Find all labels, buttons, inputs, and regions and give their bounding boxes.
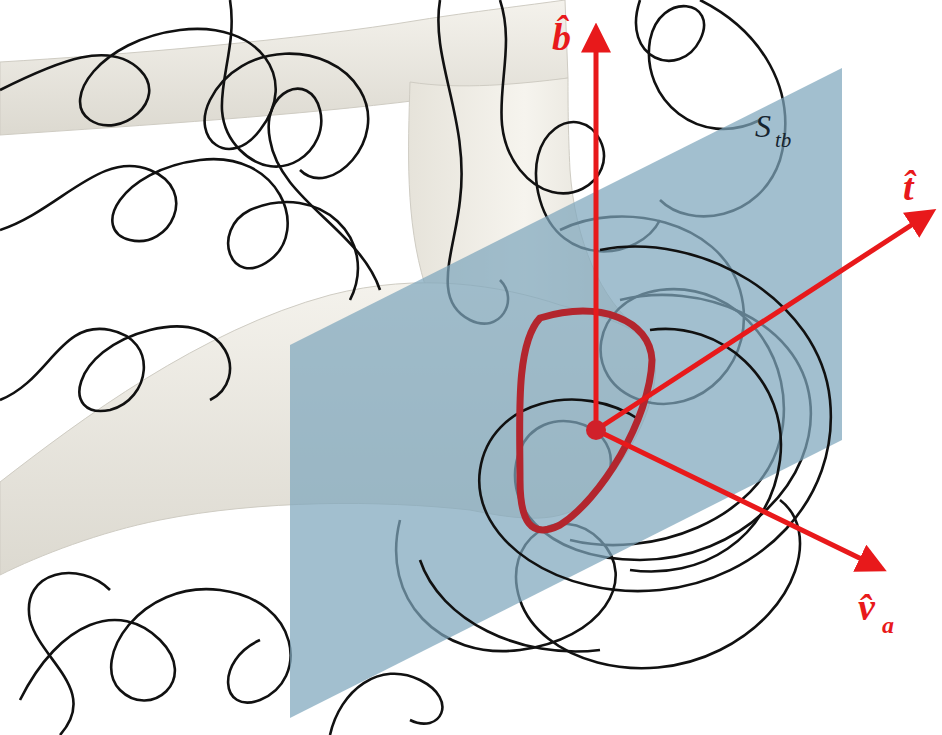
cross-section-loop — [520, 311, 652, 530]
plane-stb — [290, 68, 842, 718]
axis-label-subscript: a — [882, 613, 894, 637]
axis-label: b̂ — [552, 18, 571, 56]
axes — [596, 30, 930, 568]
origin-dot — [586, 420, 606, 440]
plane-label: S — [755, 110, 771, 142]
streamlines — [420, 247, 831, 652]
plane-label-subscript: tb — [775, 130, 791, 151]
axis-label: v̂ — [858, 588, 875, 626]
axis-label: t̂ — [903, 168, 914, 206]
